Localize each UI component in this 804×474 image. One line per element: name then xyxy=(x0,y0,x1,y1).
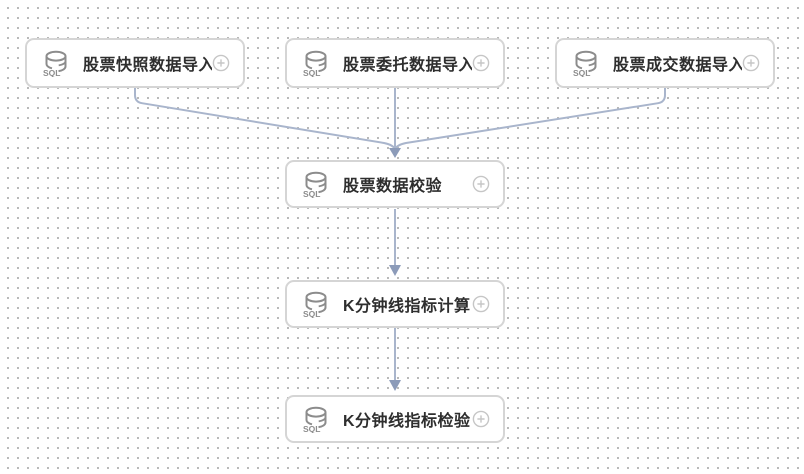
sql-database-icon: SQL xyxy=(303,291,327,318)
plus-circle-icon[interactable] xyxy=(212,54,230,72)
node-stock-order-import[interactable]: SQL 股票委托数据导入 xyxy=(285,38,505,88)
arrowhead-into-n5 xyxy=(389,265,401,276)
sql-database-icon: SQL xyxy=(303,50,327,77)
sql-badge-text: SQL xyxy=(43,68,60,77)
plus-circle-icon[interactable] xyxy=(472,54,490,72)
plus-circle-icon[interactable] xyxy=(742,54,760,72)
node-label: K分钟线指标检验 xyxy=(343,413,471,430)
sql-badge-text: SQL xyxy=(303,68,320,77)
edge-n3-n4 xyxy=(394,88,666,150)
sql-database-icon: SQL xyxy=(573,50,597,77)
edge-n1-n4 xyxy=(134,88,396,150)
sql-database-icon: SQL xyxy=(303,406,327,433)
node-label: 股票委托数据导入 xyxy=(343,57,472,74)
node-stock-trade-import[interactable]: SQL 股票成交数据导入 xyxy=(555,38,775,88)
sql-badge-text: SQL xyxy=(303,309,320,318)
plus-circle-icon[interactable] xyxy=(472,175,490,193)
node-label: 股票成交数据导入 xyxy=(613,57,742,74)
node-label: 股票快照数据导入 xyxy=(83,57,212,74)
node-label: 股票数据校验 xyxy=(343,178,443,195)
node-k-minute-indicator-check[interactable]: SQL K分钟线指标检验 xyxy=(285,395,505,443)
node-stock-snapshot-import[interactable]: SQL 股票快照数据导入 xyxy=(25,38,245,88)
sql-badge-text: SQL xyxy=(303,189,320,198)
node-label: K分钟线指标计算 xyxy=(343,298,471,315)
node-stock-data-validation[interactable]: SQL 股票数据校验 xyxy=(285,160,505,208)
arrowhead-into-n4 xyxy=(389,148,401,158)
arrowhead-into-n6 xyxy=(389,380,401,391)
plus-circle-icon[interactable] xyxy=(472,295,490,313)
sql-database-icon: SQL xyxy=(43,50,67,77)
plus-circle-icon[interactable] xyxy=(472,410,490,428)
sql-badge-text: SQL xyxy=(573,68,590,77)
node-k-minute-indicator-calc[interactable]: SQL K分钟线指标计算 xyxy=(285,280,505,328)
sql-badge-text: SQL xyxy=(303,424,320,433)
sql-database-icon: SQL xyxy=(303,171,327,198)
